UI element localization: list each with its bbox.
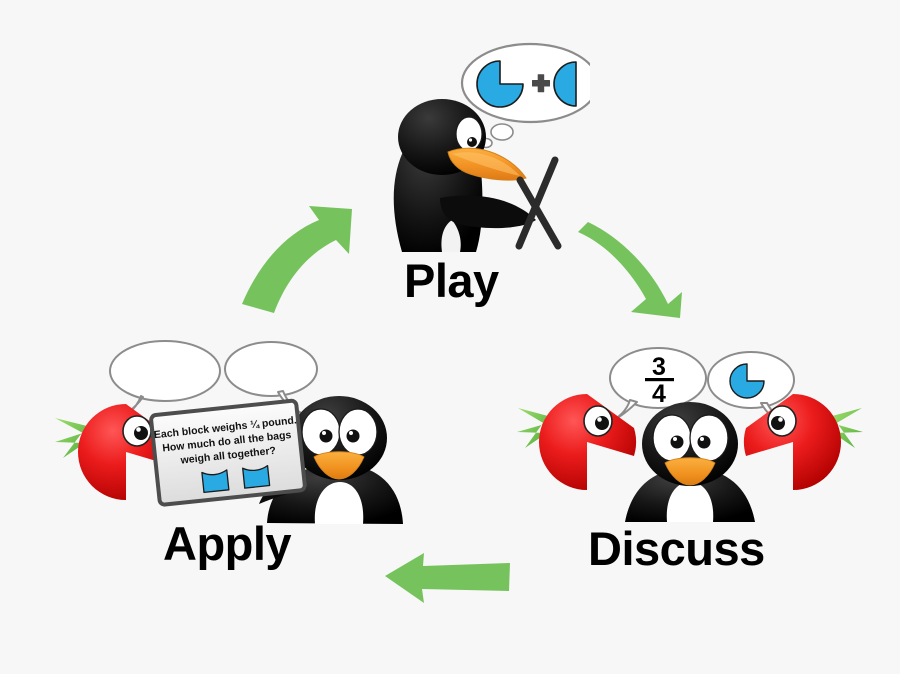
word-problem-card: Each block weighs ¼ pound. How much do a…	[149, 398, 307, 507]
stage-label-apply: Apply	[163, 517, 292, 570]
stage-label-play: Play	[404, 254, 499, 307]
arrow-play-to-discuss	[578, 222, 682, 318]
speech-bubble-apply-left	[109, 340, 221, 423]
speech-bubble-apply-right	[224, 341, 318, 414]
red-bird-left	[517, 394, 637, 490]
svg-text:3: 3	[652, 353, 666, 381]
svg-text:4: 4	[652, 380, 666, 408]
penguin-discuss	[625, 402, 755, 522]
arrow-discuss-to-apply	[385, 553, 510, 603]
arrow-apply-to-play	[242, 206, 352, 313]
discuss-illustration: 3 4	[517, 347, 863, 522]
stage-label-discuss: Discuss	[588, 522, 765, 575]
play-illustration	[393, 42, 590, 252]
red-bird-right	[743, 394, 863, 490]
speech-bubble-discuss-fraction: 3 4	[606, 347, 707, 424]
apply-illustration: Each block weighs ¼ pound. How much do a…	[55, 340, 403, 524]
